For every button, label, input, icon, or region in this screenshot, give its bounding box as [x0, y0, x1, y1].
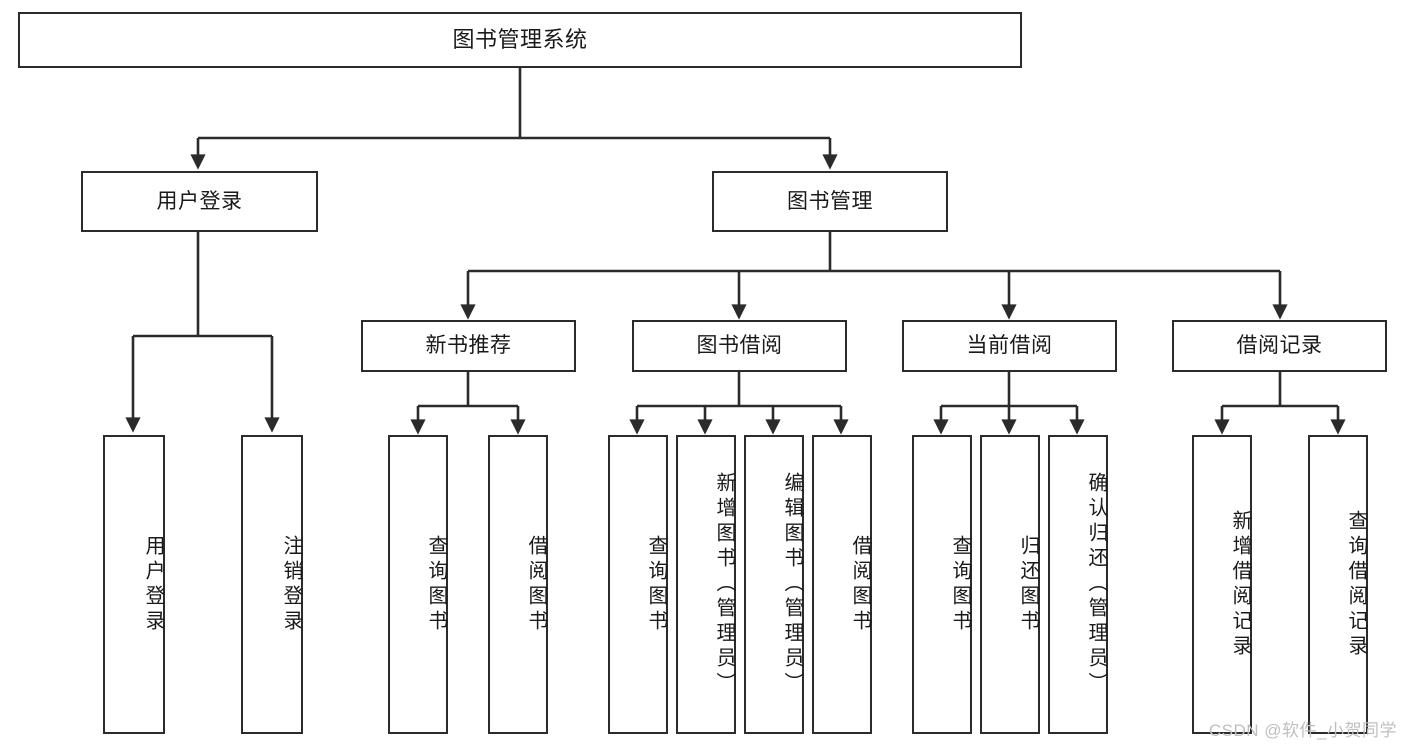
leaf-borrow-book[interactable]: 借阅图书 [812, 435, 872, 734]
leaf-user-login[interactable]: 用户登录 [103, 435, 165, 734]
node-label: 用户登录 [156, 189, 243, 213]
leaf-confirm-return-admin[interactable]: 确认归还（管理员） [1048, 435, 1108, 734]
node-label: 查询借阅记录 [1345, 509, 1367, 660]
node-label: 图书借阅 [696, 334, 783, 358]
node-label: 查询图书 [949, 534, 971, 635]
leaf-user-logout[interactable]: 注销登录 [241, 435, 303, 734]
node-label: 图书管理 [787, 189, 873, 213]
node-new-book-recommend[interactable]: 新书推荐 [361, 320, 576, 372]
node-label: 借阅图书 [525, 534, 547, 635]
node-user-login[interactable]: 用户登录 [81, 171, 318, 232]
leaf-return-book[interactable]: 归还图书 [980, 435, 1040, 734]
leaf-query-book-borrow[interactable]: 查询图书 [608, 435, 668, 734]
node-label: 借阅记录 [1236, 334, 1323, 358]
leaf-query-book-current[interactable]: 查询图书 [912, 435, 972, 734]
node-borrow-record[interactable]: 借阅记录 [1172, 320, 1387, 372]
watermark: CSDN @软件_小贺同学 [1208, 721, 1397, 740]
node-label: 确认归还（管理员） [1085, 472, 1107, 697]
node-root-book-management-system[interactable]: 图书管理系统 [18, 12, 1022, 68]
leaf-borrow-book-recommend[interactable]: 借阅图书 [488, 435, 548, 734]
node-label: 新增图书（管理员） [713, 472, 735, 697]
node-label: 当前借阅 [966, 334, 1053, 358]
node-label: 图书管理系统 [452, 26, 588, 52]
node-book-management[interactable]: 图书管理 [712, 171, 948, 232]
leaf-add-book-admin[interactable]: 新增图书（管理员） [676, 435, 736, 734]
leaf-query-borrow-record[interactable]: 查询借阅记录 [1308, 435, 1368, 734]
leaf-query-book-recommend[interactable]: 查询图书 [388, 435, 448, 734]
node-label: 新增借阅记录 [1229, 509, 1251, 660]
node-label: 查询图书 [645, 534, 667, 635]
node-label: 归还图书 [1017, 534, 1039, 635]
leaf-edit-book-admin[interactable]: 编辑图书（管理员） [744, 435, 804, 734]
node-label: 用户登录 [142, 534, 164, 635]
node-label: 借阅图书 [849, 534, 871, 635]
node-book-borrow[interactable]: 图书借阅 [632, 320, 847, 372]
node-label: 编辑图书（管理员） [781, 472, 803, 697]
node-label: 新书推荐 [425, 334, 512, 358]
leaf-add-borrow-record[interactable]: 新增借阅记录 [1192, 435, 1252, 734]
node-label: 注销登录 [280, 534, 302, 635]
node-label: 查询图书 [425, 534, 447, 635]
node-current-borrow[interactable]: 当前借阅 [902, 320, 1117, 372]
